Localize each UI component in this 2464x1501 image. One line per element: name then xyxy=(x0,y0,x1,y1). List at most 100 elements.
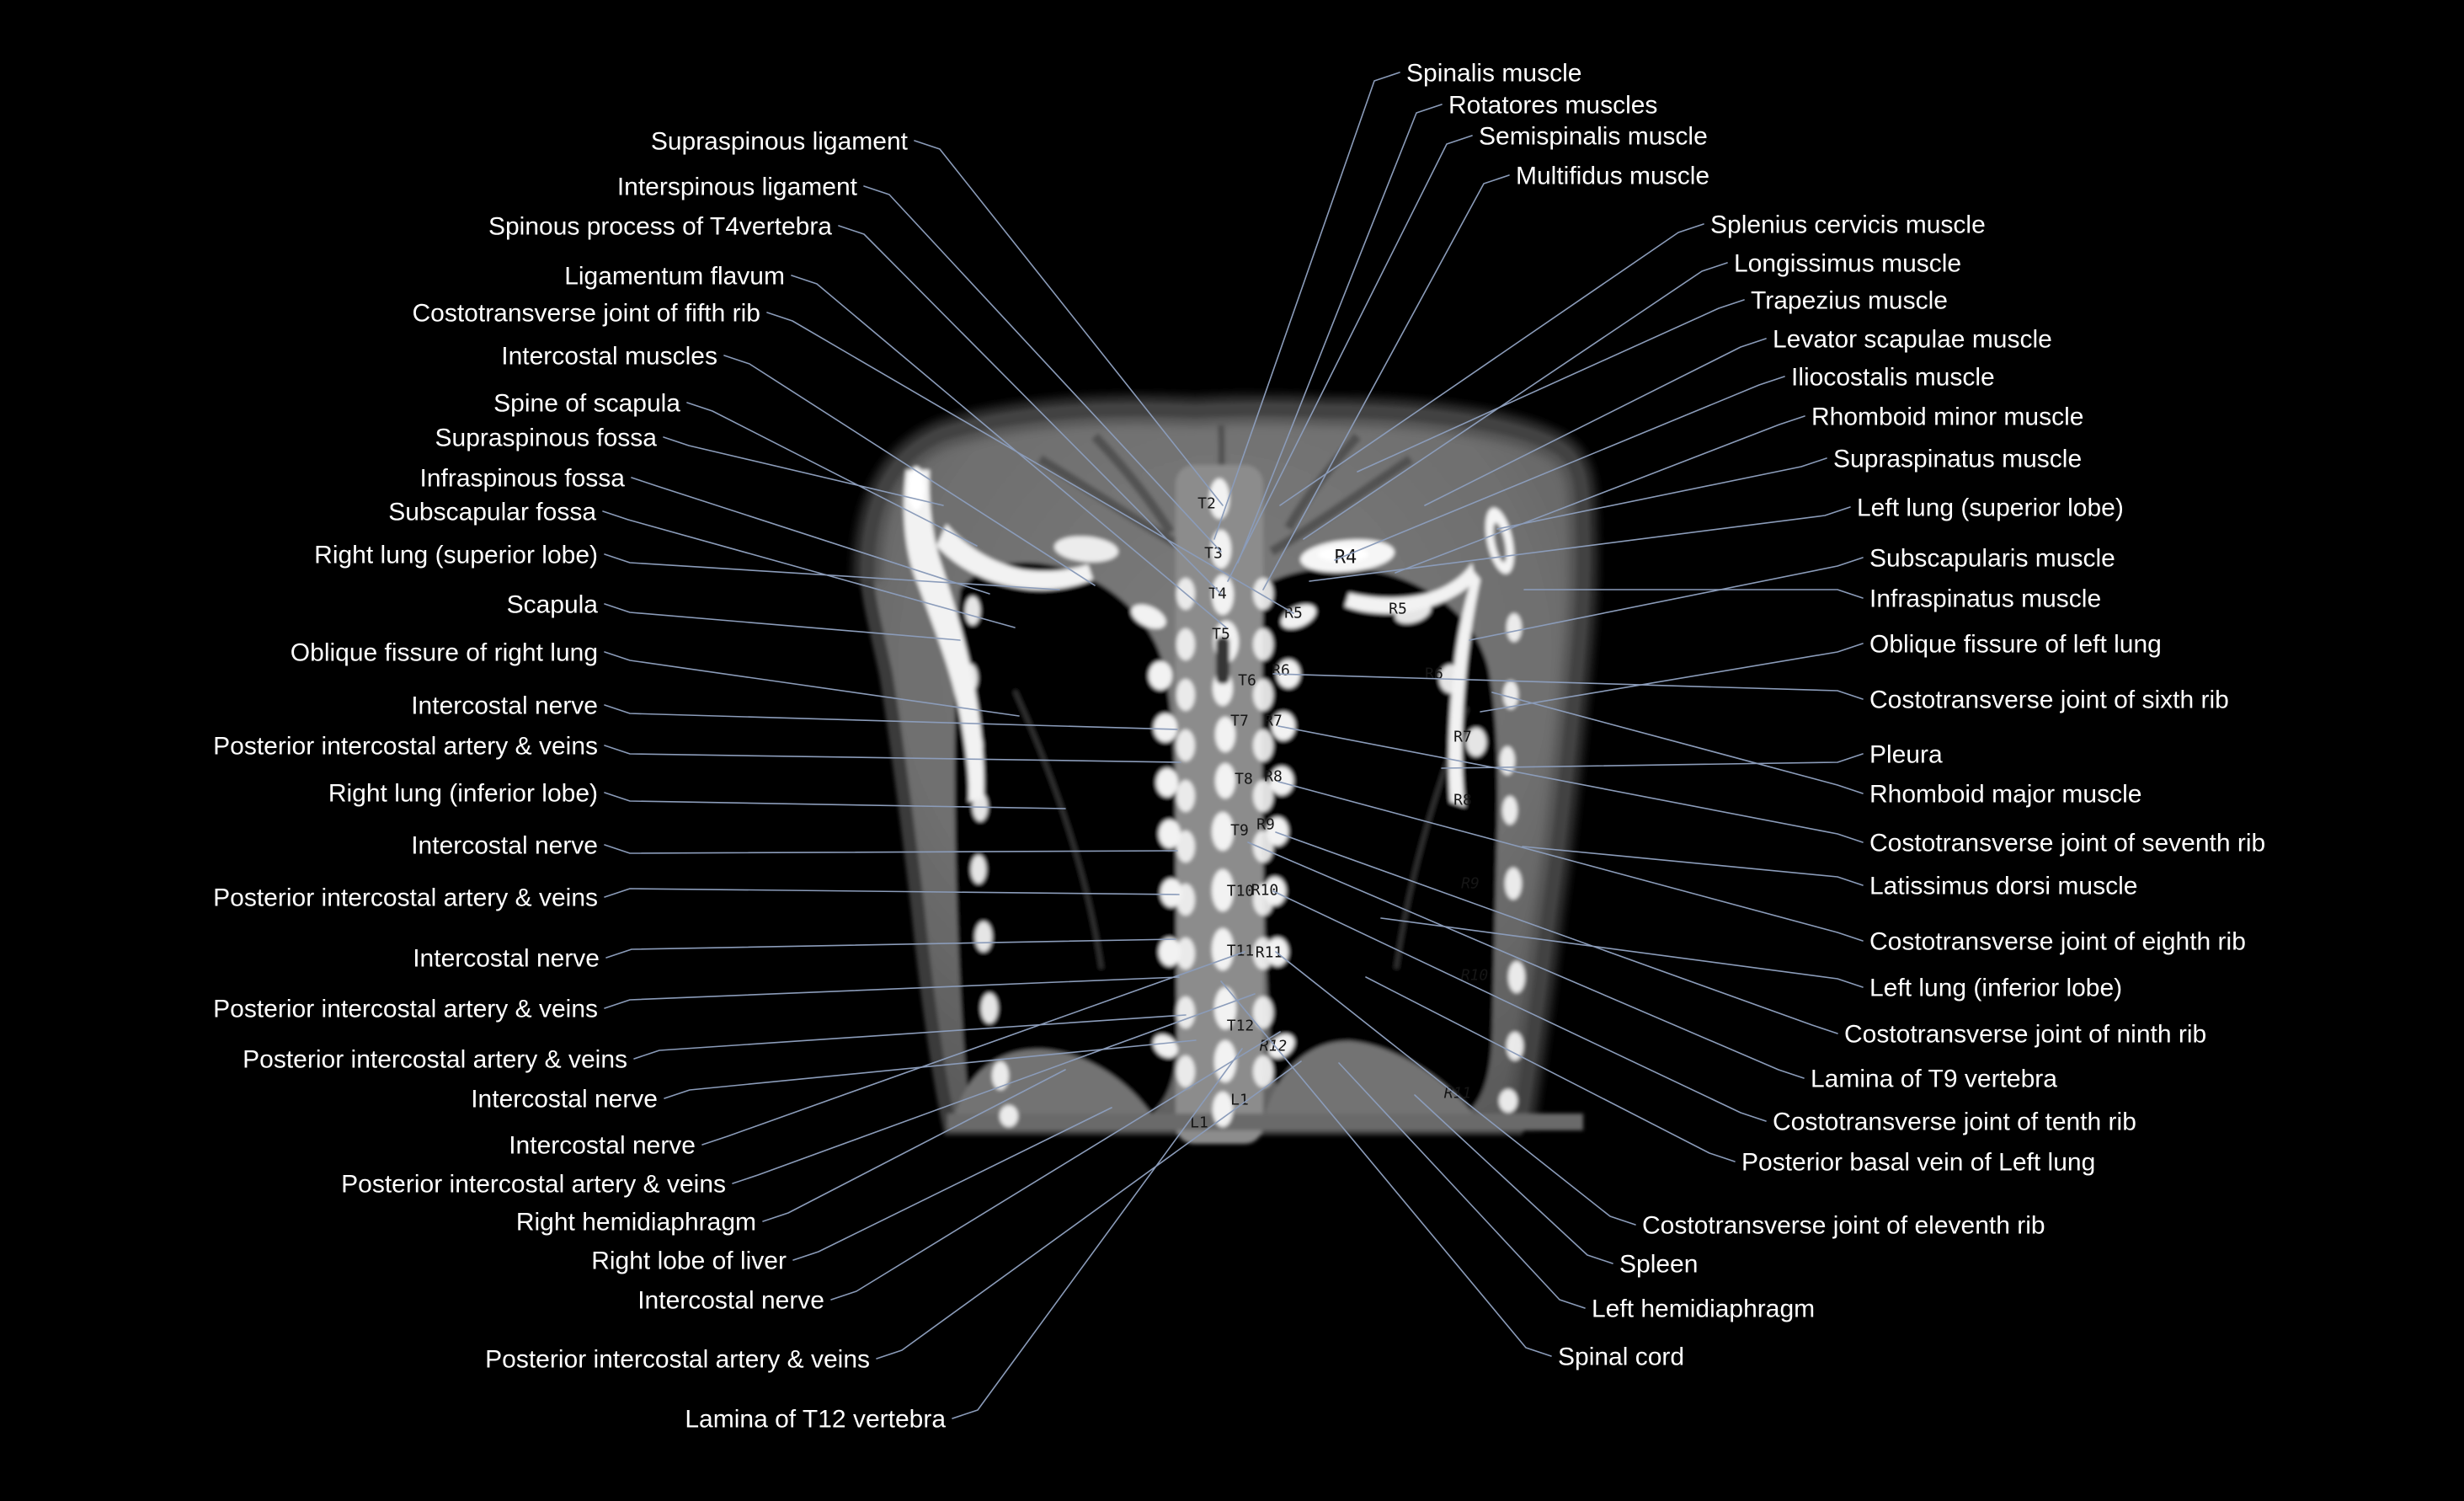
anatomy-label: Intercostal nerve xyxy=(509,1132,696,1160)
ct-image xyxy=(852,394,1598,1144)
anatomy-label: Left lung (inferior lobe) xyxy=(1869,975,2122,1002)
leader-line xyxy=(602,510,1016,628)
leader-line xyxy=(631,477,990,595)
leader-line xyxy=(633,1014,1187,1060)
leader-line xyxy=(766,312,1294,614)
leader-line xyxy=(604,792,1066,809)
ct-marker-label: T2 xyxy=(1197,494,1216,512)
ct-marker-label: R4 xyxy=(1335,548,1357,569)
anatomy-label: Infraspinous fossa xyxy=(420,465,626,493)
ct-marker-label: T7 xyxy=(1230,712,1249,729)
leader-line xyxy=(1237,104,1443,564)
spinal-canal-notch xyxy=(1216,637,1229,684)
anatomy-label: Posterior basal vein of Left lung xyxy=(1741,1149,2095,1177)
anatomy-label: Left hemidiaphragm xyxy=(1592,1295,1815,1323)
leader-line xyxy=(686,402,978,547)
anatomy-label: Intercostal muscles xyxy=(501,343,717,371)
leader-line xyxy=(1480,643,1864,713)
anatomy-label: Posterior intercostal artery & veins xyxy=(213,884,598,912)
anatomy-label: Costotransverse joint of sixth rib xyxy=(1869,686,2229,714)
anatomy-label: Costotransverse joint of seventh rib xyxy=(1869,830,2265,857)
leader-line xyxy=(604,553,1060,590)
anatomy-label: Right lung (superior lobe) xyxy=(314,542,598,569)
leader-line xyxy=(1334,376,1785,561)
paravertebral-ribs-right-lung xyxy=(1131,604,1182,1058)
ct-marker-label: T10 xyxy=(1227,882,1255,900)
anatomy-label: Intercostal nerve xyxy=(411,692,598,720)
ct-marker-label: R6 xyxy=(1425,665,1443,682)
anatomy-label: Right hemidiaphragm xyxy=(516,1209,756,1237)
leader-line xyxy=(791,275,1227,628)
anatomy-label: Infraspinatus muscle xyxy=(1869,585,2101,613)
leader-lines-layer xyxy=(602,72,1864,1419)
leader-line xyxy=(1469,557,1864,641)
scapula-right xyxy=(1345,507,1514,807)
anatomy-label: Supraspinous ligament xyxy=(651,128,909,156)
anatomy-label: Oblique fissure of right lung xyxy=(291,639,598,667)
spine-column xyxy=(1176,465,1263,1144)
anatomy-label: Intercostal nerve xyxy=(413,945,600,973)
anatomy-label: Intercostal nerve xyxy=(637,1287,824,1315)
ct-marker-label: R8 xyxy=(1264,767,1283,785)
anatomy-label: Costotransverse joint of fifth rib xyxy=(412,300,760,328)
leader-line xyxy=(701,951,1245,1146)
anatomy-label: Right lobe of liver xyxy=(591,1247,787,1275)
ct-marker-label: T6 xyxy=(1238,671,1256,689)
anatomy-label: Multifidus muscle xyxy=(1516,163,1709,190)
leader-line xyxy=(952,1048,1243,1419)
ct-marker-label: T8 xyxy=(1235,770,1253,788)
leader-line xyxy=(1365,976,1736,1162)
anatomy-label: Costotransverse joint of ninth rib xyxy=(1844,1021,2206,1049)
leader-line xyxy=(1227,135,1473,582)
leader-line xyxy=(1247,841,1805,1079)
anatomy-label: Intercostal nerve xyxy=(471,1086,658,1114)
anatomy-label: Lamina of T9 vertebra xyxy=(1811,1066,2057,1093)
leader-line xyxy=(1523,589,1864,599)
anatomy-label: Rotatores muscles xyxy=(1448,92,1657,120)
leader-line xyxy=(1213,72,1400,540)
leader-line xyxy=(876,1060,1302,1359)
leader-line xyxy=(1414,1094,1613,1264)
anatomy-label: Spinous process of T4vertebra xyxy=(488,213,832,241)
anatomy-label: Costotransverse joint of tenth rib xyxy=(1773,1108,2136,1136)
anatomy-label: Spine of scapula xyxy=(493,390,680,418)
leader-line xyxy=(792,1107,1112,1261)
anatomy-label: Posterior intercostal artery & veins xyxy=(243,1046,627,1074)
leader-line xyxy=(604,704,1178,730)
ct-marker-label: R5 xyxy=(1389,600,1407,617)
anatomy-label: Supraspinatus muscle xyxy=(1833,446,2082,473)
ct-markers-layer: T2T3T4T5T6T7T8T9T10T11T12L1L1R4R5R6R7R8R… xyxy=(1190,494,1488,1131)
leader-line xyxy=(605,938,1176,959)
ct-marker-label: R11 xyxy=(1256,943,1283,961)
leader-line xyxy=(663,436,944,506)
ct-marker-label: T3 xyxy=(1204,544,1223,562)
anatomy-label: Posterior intercostal artery & veins xyxy=(213,996,598,1023)
anatomy-label: Semispinalis muscle xyxy=(1479,123,1708,151)
right-lung-field xyxy=(954,562,1177,1127)
anatomy-label: Iliocostalis muscle xyxy=(1791,364,1995,392)
leader-line xyxy=(604,976,1180,1009)
r4-rib-blobs xyxy=(1054,536,1395,573)
leader-line xyxy=(1303,262,1728,540)
leader-line xyxy=(830,1031,1281,1301)
leader-line xyxy=(1275,831,1838,1034)
anatomy-label: Right lung (inferior lobe) xyxy=(328,780,598,808)
leader-line xyxy=(1380,917,1864,988)
leader-line xyxy=(914,140,1224,506)
leader-line xyxy=(762,1069,1066,1222)
leader-line xyxy=(1275,951,1636,1226)
leader-line xyxy=(1277,781,1864,942)
bones xyxy=(904,467,1525,1127)
leader-line xyxy=(1338,1062,1586,1309)
anatomy-label: Left lung (superior lobe) xyxy=(1857,494,2124,522)
leader-line xyxy=(1220,980,1552,1357)
anatomy-label: Levator scapulae muscle xyxy=(1773,326,2052,354)
anatomy-label: Pleura xyxy=(1869,741,1943,769)
leader-line xyxy=(604,651,1020,717)
anatomy-label: Posterior intercostal artery & veins xyxy=(213,733,598,761)
leader-line xyxy=(732,993,1256,1184)
ct-marker-label: L1 xyxy=(1230,1091,1249,1108)
leader-line xyxy=(604,888,1180,898)
leader-line xyxy=(664,1039,1197,1099)
anatomy-label: Ligamentum flavum xyxy=(564,263,785,291)
